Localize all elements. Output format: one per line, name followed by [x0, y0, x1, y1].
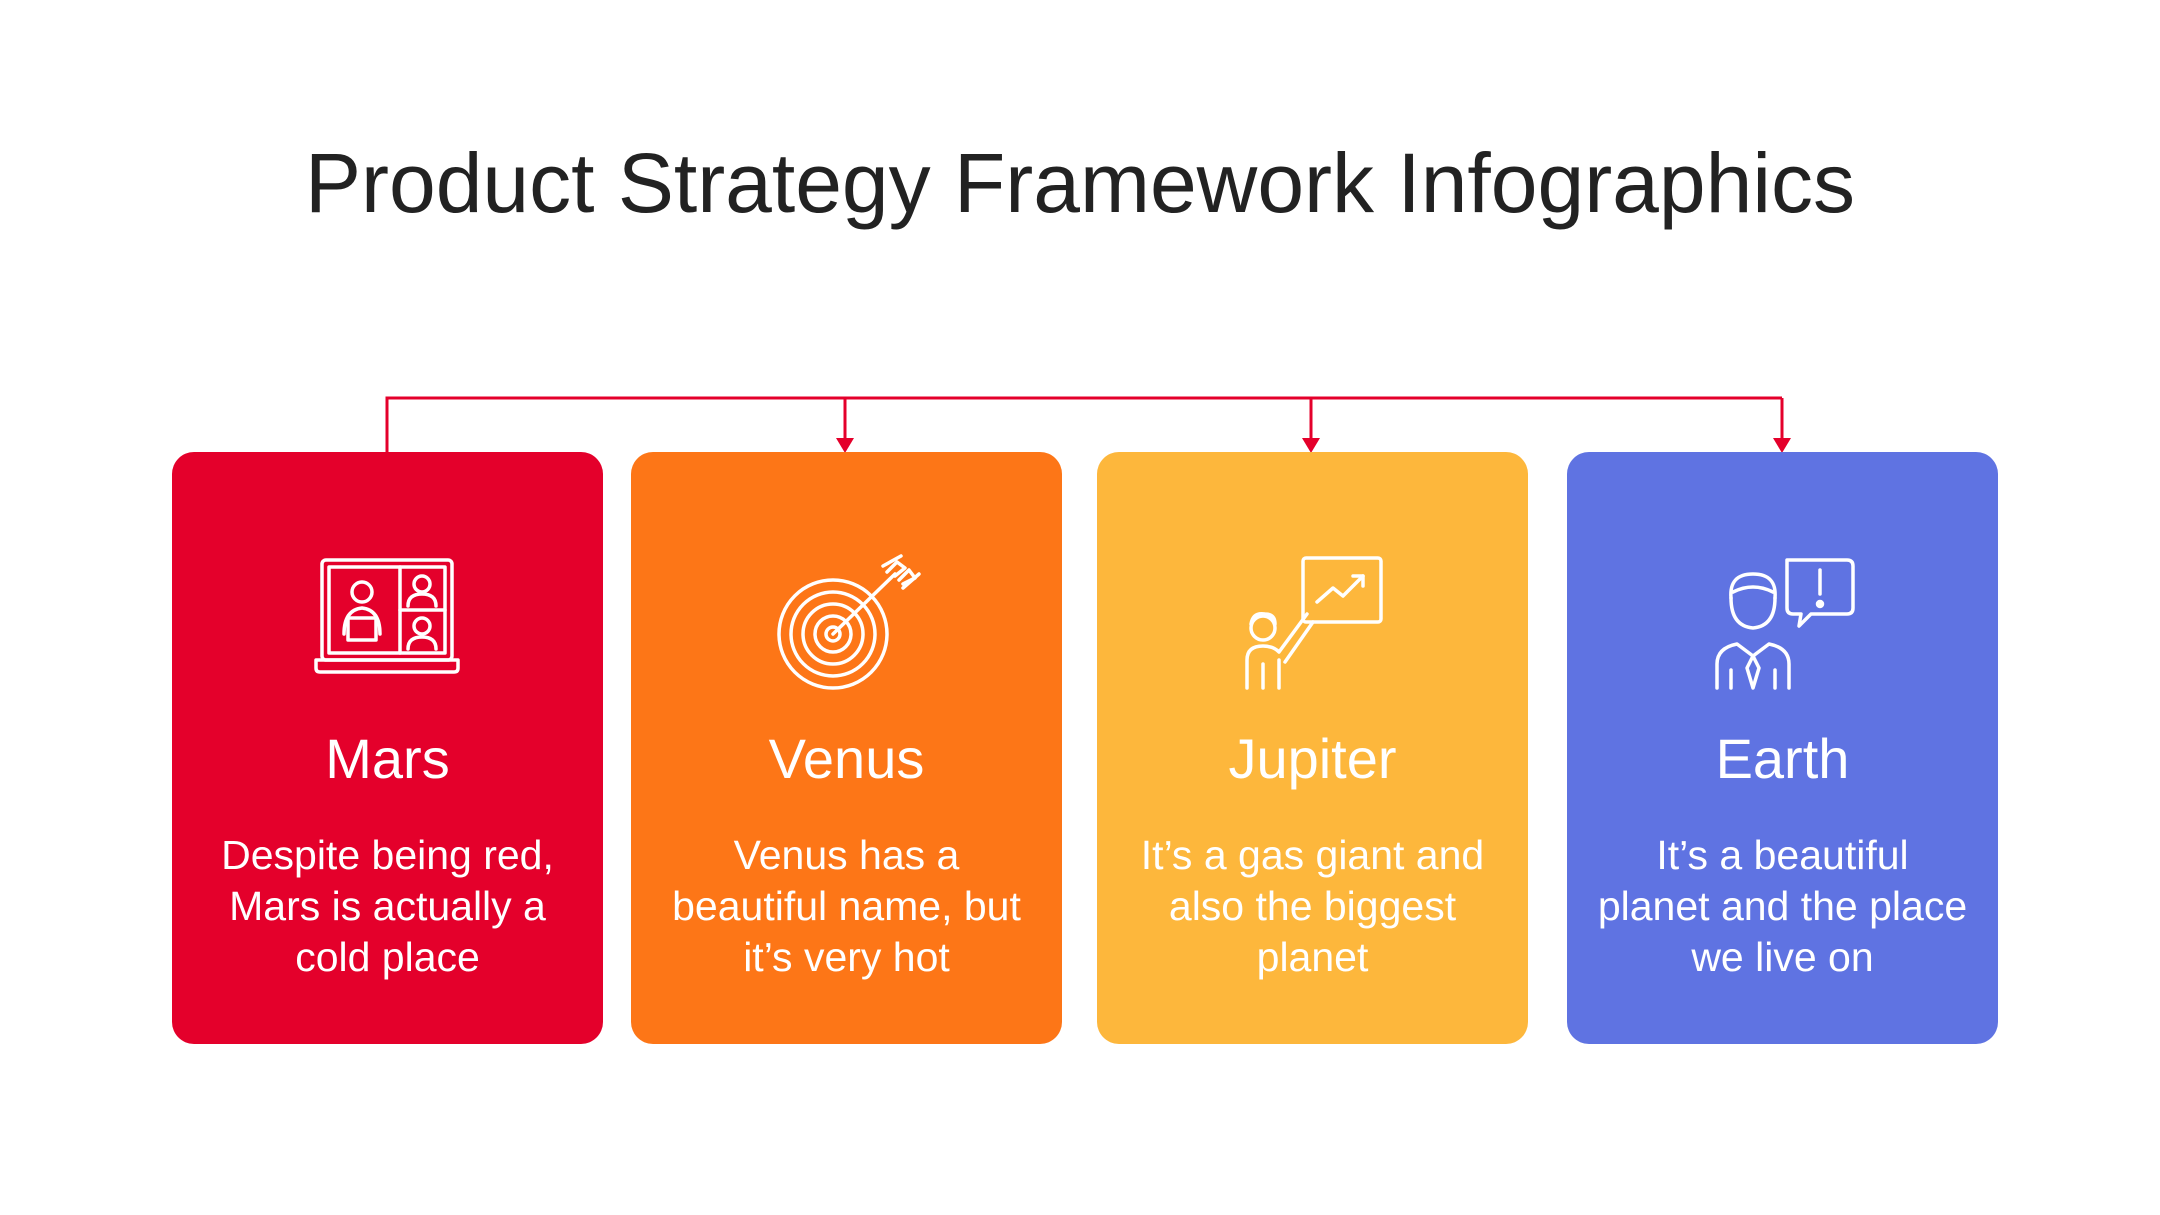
card-title: Mars: [325, 727, 450, 790]
arrowhead-jupiter: [1302, 438, 1320, 453]
card-description: Venus has a beautiful name, but it’s ver…: [672, 832, 1021, 980]
card-description: Despite being red, Mars is actually a co…: [221, 832, 554, 980]
video-conference-icon: [312, 552, 462, 692]
card-description: It’s a beautiful planet and the place we…: [1597, 832, 1968, 980]
card-jupiter: Jupiter It’s a gas giant and also the bi…: [1097, 452, 1528, 1044]
card-title: Jupiter: [1228, 727, 1397, 790]
page-title: Product Strategy Framework Infographics: [305, 136, 1855, 230]
card-mars: Mars Despite being red, Mars is actually…: [172, 452, 603, 1044]
card-title: Venus: [768, 727, 925, 790]
person-alert-message-icon: [1707, 552, 1857, 692]
arrowhead-venus: [836, 438, 854, 453]
card-venus: Venus Venus has a beautiful name, but it…: [631, 452, 1062, 1044]
arrowhead-earth: [1773, 438, 1791, 453]
card-title: Earth: [1715, 727, 1850, 790]
presentation-growth-icon: [1237, 552, 1387, 692]
card-description: It’s a gas giant and also the biggest pl…: [1140, 832, 1485, 980]
target-arrow-icon: [771, 552, 921, 692]
card-earth: Earth It’s a beautiful planet and the pl…: [1567, 452, 1998, 1044]
connector-trunk: [385, 396, 1782, 452]
